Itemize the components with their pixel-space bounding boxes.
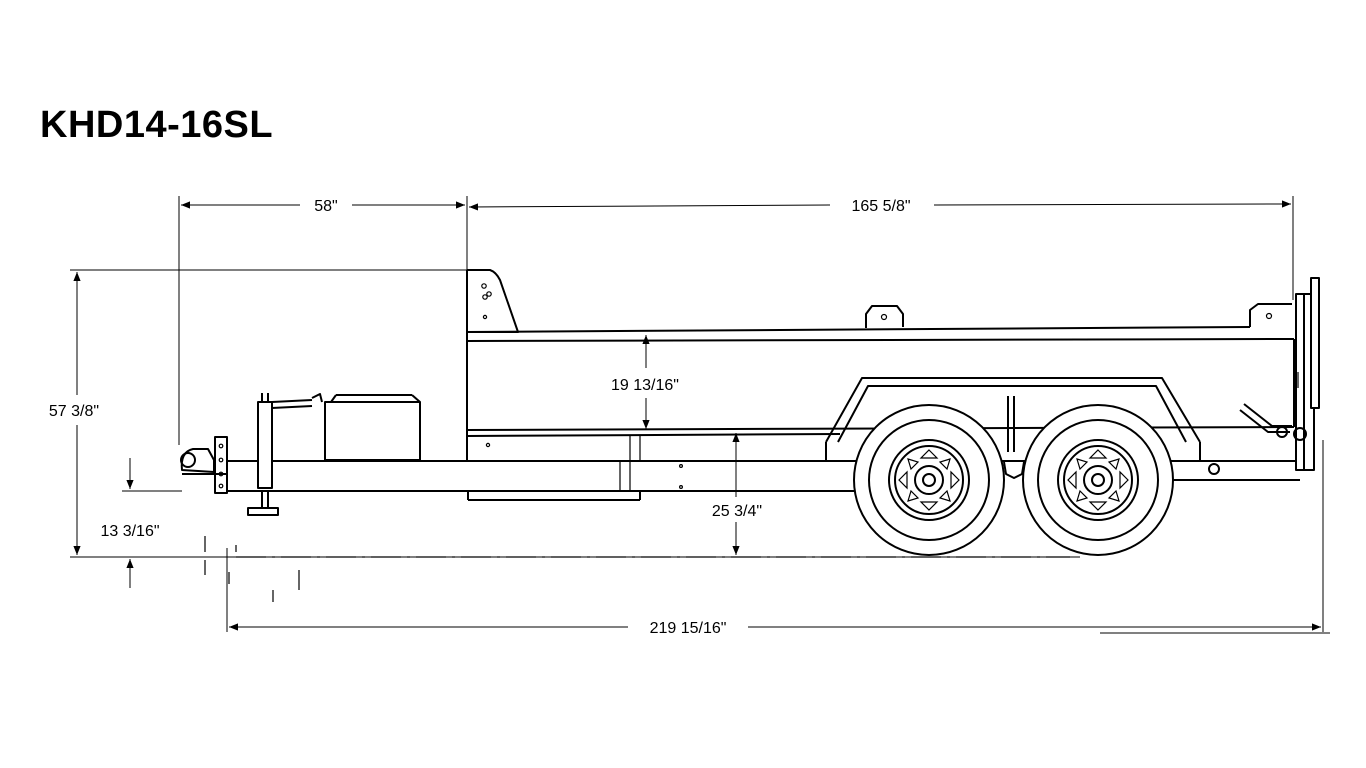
bed-length-label: 165 5/8" — [851, 198, 910, 215]
axle-hanger — [1003, 461, 1025, 479]
model-title: KHD14-16SL — [40, 104, 274, 146]
dimension-overall-length: 219 15/16" — [226, 440, 1330, 637]
dimension-bed-length: 165 5/8" — [468, 196, 1294, 300]
dimension-side-height: 19 13/16" — [611, 335, 679, 429]
wheel-rear — [1022, 404, 1174, 556]
overall-height-label: 57 3/8" — [49, 403, 99, 420]
wheel-front — [853, 404, 1005, 556]
dump-body — [466, 269, 1295, 460]
deck-height-label: 25 3/4" — [712, 503, 762, 520]
coupler — [180, 436, 228, 494]
ground-line — [204, 536, 1070, 602]
coupler-height-label: 13 3/16" — [100, 523, 159, 540]
rear-gate — [1239, 277, 1320, 471]
dimension-deck-height: 25 3/4" — [712, 433, 762, 555]
side-height-label: 19 13/16" — [611, 377, 679, 394]
dimension-tongue-length: 58" — [178, 196, 468, 445]
tongue-jack — [247, 393, 323, 516]
tongue-length-label: 58" — [314, 198, 337, 215]
dimension-coupler-height: 13 3/16" — [100, 458, 182, 588]
battery-box — [324, 394, 421, 461]
fender — [825, 377, 1201, 462]
overall-length-label: 219 15/16" — [650, 620, 727, 637]
